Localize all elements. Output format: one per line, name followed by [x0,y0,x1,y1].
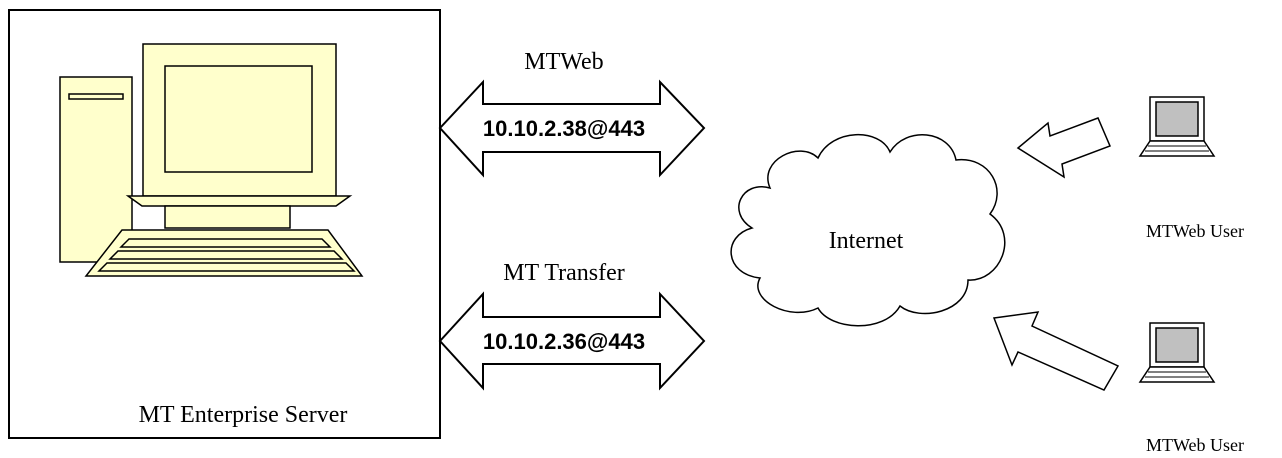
keyboard-row-2 [108,250,344,260]
cloud-icon [730,133,1006,327]
double-arrow-icon [438,79,706,178]
monitor-screen [164,65,313,173]
link-name-mtweb: MTWeb [524,49,603,75]
internet-cloud: Internet [730,133,1006,327]
user-1: MTWeb User [1138,96,1244,241]
laptop-keyboard [1138,140,1216,157]
server-box: MT Enterprise Server [8,9,441,439]
laptop-icon [1138,322,1216,383]
monitor-base [125,195,353,207]
link-name-mt-transfer: MT Transfer [503,260,625,286]
link-mtweb: MTWeb 10.10.2.38@443 [438,49,706,178]
server-label: MT Enterprise Server [139,402,348,428]
user-2: MTWeb User [1138,322,1244,455]
desktop-computer-icon [59,43,364,277]
link-address-mtweb: 10.10.2.38@443 [483,116,645,141]
laptop-icon [1138,96,1216,157]
laptop-screen [1155,327,1199,363]
user-label: MTWeb User [1146,435,1244,455]
link-mt-transfer: MT Transfer 10.10.2.36@443 [438,260,706,391]
arrow-left-icon [1016,117,1111,179]
link-address-mt-transfer: 10.10.2.36@443 [483,329,645,354]
tower-case [59,76,133,263]
keyboard-row-1 [119,238,332,248]
laptop-screen [1155,101,1199,137]
laptop-keyboard [1138,366,1216,383]
keyboard-row-3 [97,262,356,272]
user-label: MTWeb User [1146,221,1244,241]
arrow-up-left-icon [992,311,1120,391]
tower-drive-slot [68,93,124,100]
double-arrow-icon [438,291,706,391]
cloud-label: Internet [829,228,904,254]
monitor-neck [164,205,291,229]
